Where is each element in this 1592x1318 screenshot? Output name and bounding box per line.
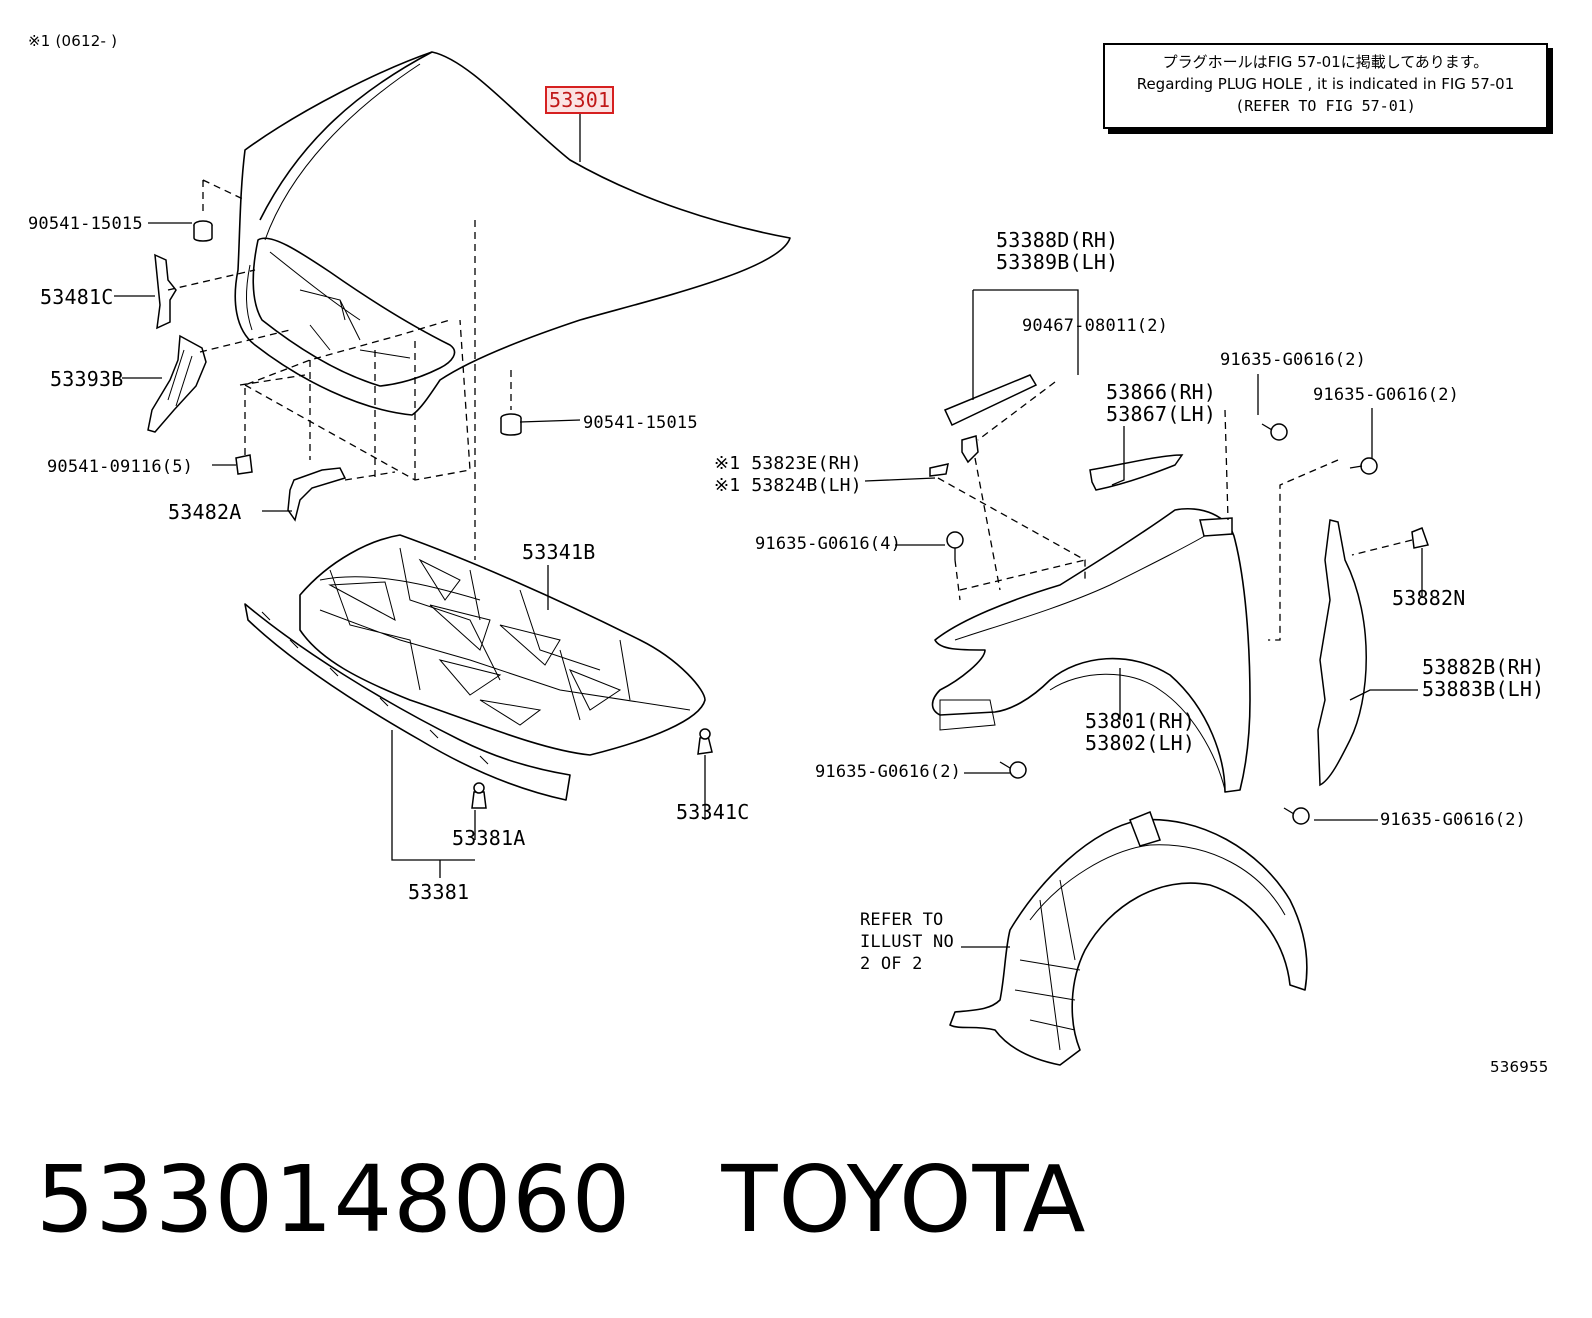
label-91635-c[interactable]: 91635-G0616(4) [755,534,902,554]
figure-id: 536955 [1490,1058,1549,1076]
fender-clip-53882N[interactable] [1411,527,1429,549]
label-53882N[interactable]: 53882N [1392,586,1466,610]
footer-part-number: 5330148060 [36,1146,632,1253]
label-53381A[interactable]: 53381A [452,826,526,850]
bolt-1[interactable] [1261,423,1288,441]
footer-brand: TOYOTA [721,1146,1087,1253]
clip-53381A[interactable] [471,782,487,809]
label-53393B[interactable]: 53393B [50,367,124,391]
label-53801[interactable]: 53801(RH) [1085,709,1196,733]
hood-seal[interactable] [244,603,571,801]
header-note: ※1 (0612- ) [28,32,118,50]
fender-seal-upper[interactable] [943,374,1038,427]
label-90467-08011[interactable]: 90467-08011(2) [1022,316,1169,336]
label-90541-15015-top[interactable]: 90541-15015 [28,214,143,234]
label-53341C[interactable]: 53341C [676,800,750,824]
label-53341B[interactable]: 53341B [522,540,596,564]
bumper-cushion-top[interactable] [193,220,213,242]
refer-line-1: REFER TO [860,910,944,930]
label-53481C[interactable]: 53481C [40,285,114,309]
label-53381[interactable]: 53381 [408,880,470,904]
hood-lock-protector[interactable] [147,334,207,433]
label-53802[interactable]: 53802(LH) [1085,731,1196,755]
label-53823E[interactable]: ※1 53823E(RH) [714,453,862,474]
info-line-jp: プラグホールはFIG 57-01に掲載してあります。 [1162,53,1489,71]
bumper-cushion-mid[interactable] [500,413,522,436]
refer-line-3: 2 OF 2 [860,954,923,974]
bolt-4[interactable] [999,761,1027,779]
hood-support-bracket[interactable] [154,253,177,330]
hood-bracket-lower[interactable] [287,467,347,522]
fender-liner-side[interactable] [1317,519,1367,787]
bolt-3[interactable] [946,531,964,560]
label-53388D[interactable]: 53388D(RH) [996,228,1119,252]
label-91635-a[interactable]: 91635-G0616(2) [1220,350,1367,370]
label-90541-15015-mid[interactable]: 90541-15015 [583,413,698,433]
fender-clip-90467[interactable] [961,435,979,464]
label-53883B[interactable]: 53883B(LH) [1422,677,1545,701]
label-53867[interactable]: 53867(LH) [1106,402,1217,426]
fender-panel[interactable] [931,508,1251,793]
info-line-ref: (REFER TO FIG 57-01) [1235,97,1416,115]
fender-liner[interactable] [949,811,1308,1066]
label-53482A[interactable]: 53482A [168,500,242,524]
label-91635-e[interactable]: 91635-G0616(2) [1380,810,1527,830]
label-90541-09116[interactable]: 90541-09116(5) [47,457,194,477]
info-line-en: Regarding PLUG HOLE , it is indicated in… [1136,75,1515,93]
label-91635-b[interactable]: 91635-G0616(2) [1313,385,1460,405]
hood-insulator[interactable] [299,534,706,756]
info-box: プラグホールはFIG 57-01に掲載してあります。 Regarding PLU… [1103,43,1548,129]
label-53866[interactable]: 53866(RH) [1106,380,1217,404]
fender-liner-clip[interactable] [929,463,949,477]
highlighted-part-number[interactable]: 53301 [544,86,615,114]
clip-53341C[interactable] [697,728,713,755]
bolt-2[interactable] [1349,457,1378,475]
label-53824B[interactable]: ※1 53824B(LH) [714,475,862,496]
bolt-5[interactable] [1283,807,1310,825]
label-53882B[interactable]: 53882B(RH) [1422,655,1545,679]
fender-protector-upper[interactable] [1089,454,1184,491]
part-label-53301[interactable]: 53301 [544,86,615,114]
refer-line-2: ILLUST NO [860,932,954,952]
label-91635-d[interactable]: 91635-G0616(2) [815,762,962,782]
hood-panel[interactable] [234,51,791,416]
label-53389B[interactable]: 53389B(LH) [996,250,1119,274]
hood-cushion[interactable] [235,454,253,475]
